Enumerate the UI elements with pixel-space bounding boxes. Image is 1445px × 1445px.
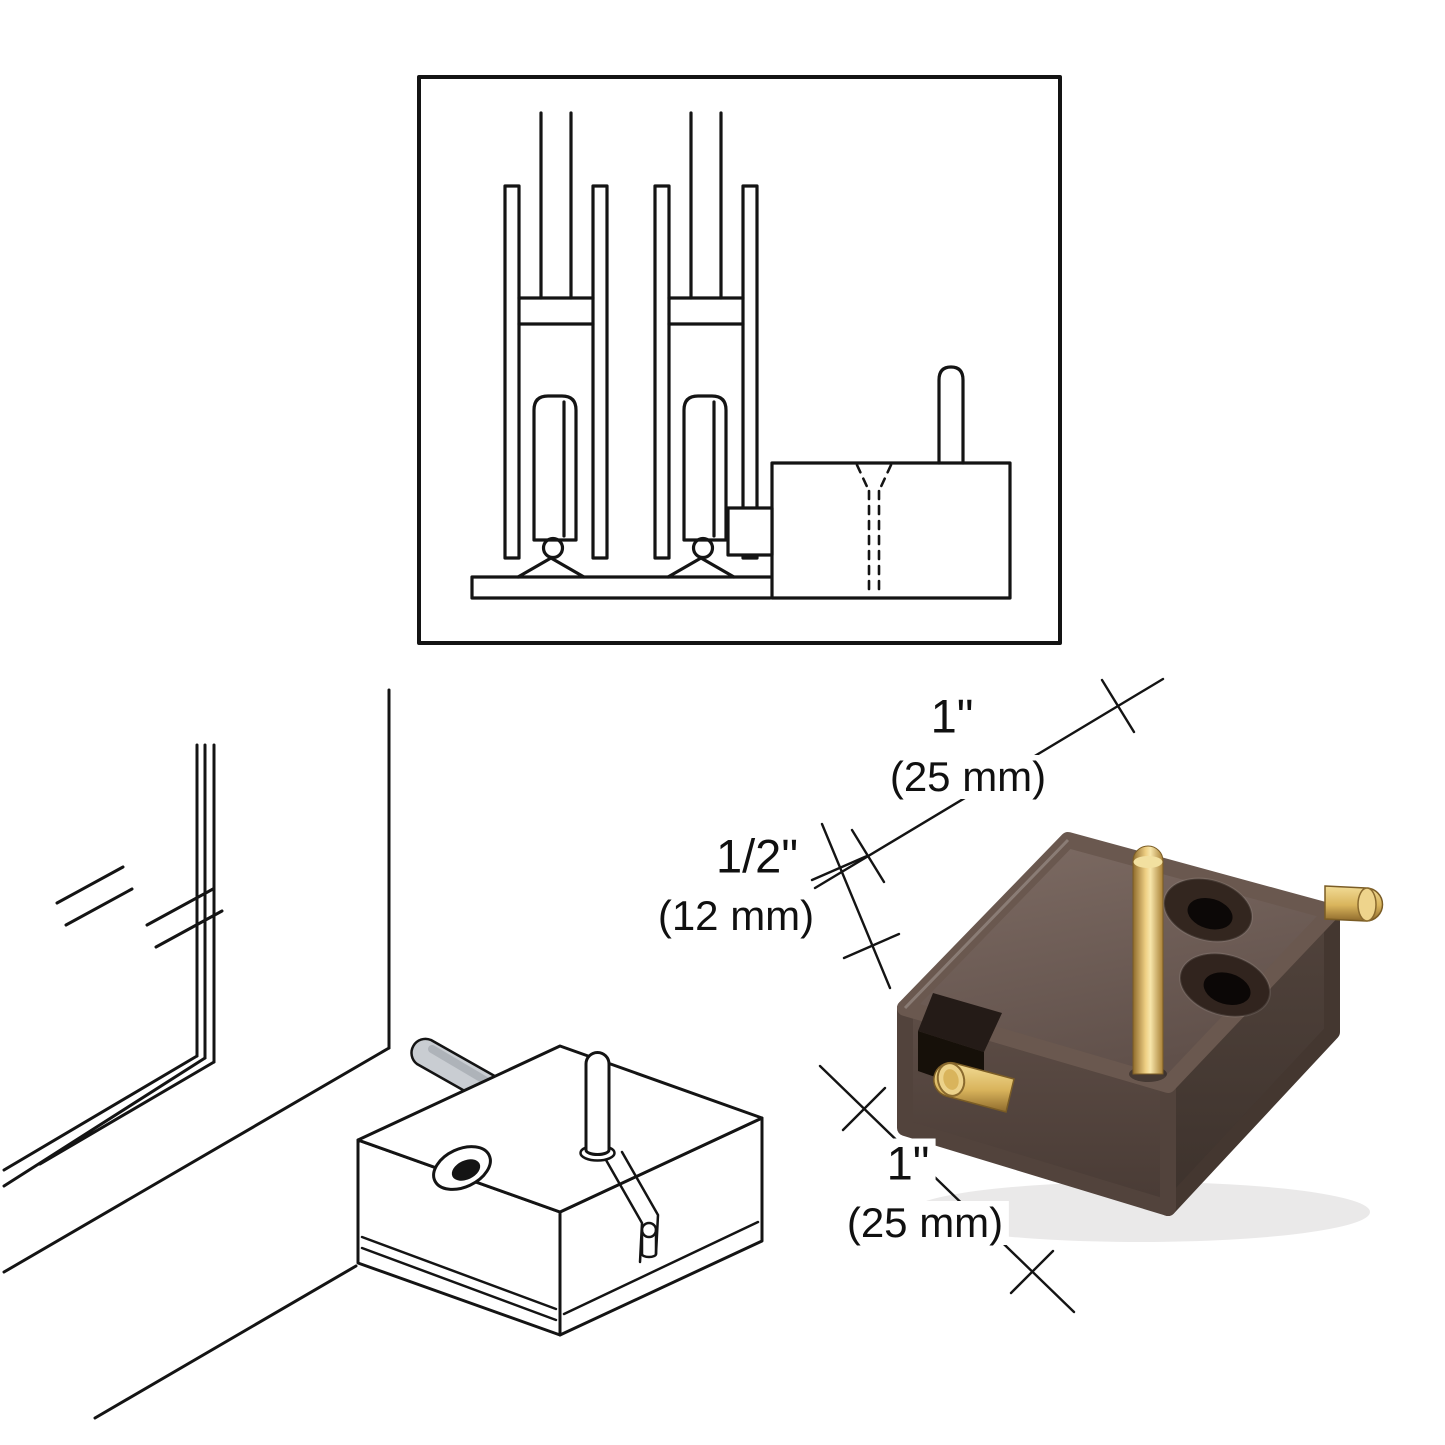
dimension-height-metric: (12 mm) — [651, 894, 821, 938]
track-connector-block — [726, 506, 774, 557]
screw-hole-dashed — [855, 463, 893, 591]
iso-notch-and-pin — [604, 1150, 660, 1264]
dim-line-depth — [818, 1064, 1076, 1314]
dimension-depth-metric: (25 mm) — [840, 1201, 1010, 1245]
dim-line-height — [810, 822, 901, 990]
dimension-height-inches: 1/2" — [709, 831, 805, 881]
bottom-track — [470, 575, 772, 600]
product-right-pin — [1324, 885, 1384, 922]
dimension-depth-inches: 1" — [880, 1138, 936, 1188]
isometric-installation-drawing — [2, 688, 764, 1420]
sill-lines — [2, 1046, 391, 1420]
dimension-width-metric: (25 mm) — [883, 755, 1053, 799]
hanger-assembly-left — [503, 111, 609, 579]
iso-grooves — [360, 1220, 760, 1322]
frame-post-lines — [195, 743, 216, 1064]
iso-stop-block — [356, 1044, 764, 1337]
stop-pin-side-view — [937, 365, 965, 465]
iso-vertical-pin — [579, 1051, 616, 1162]
product-hole-2 — [1179, 952, 1271, 1018]
dimension-width-inches: 1" — [924, 691, 980, 741]
cross-section-inset — [417, 75, 1062, 645]
product-shadow — [910, 1182, 1370, 1242]
iso-countersunk-hole — [432, 1145, 492, 1191]
glass-shine-marks — [55, 865, 224, 949]
product-left-pin — [933, 1061, 1015, 1113]
product-hole-1 — [1162, 877, 1254, 943]
door-stop-side-view — [726, 365, 1012, 600]
product-vertical-pin — [1129, 845, 1167, 1082]
hanger-assembly-right — [653, 111, 759, 579]
product-photo — [897, 832, 1384, 1242]
